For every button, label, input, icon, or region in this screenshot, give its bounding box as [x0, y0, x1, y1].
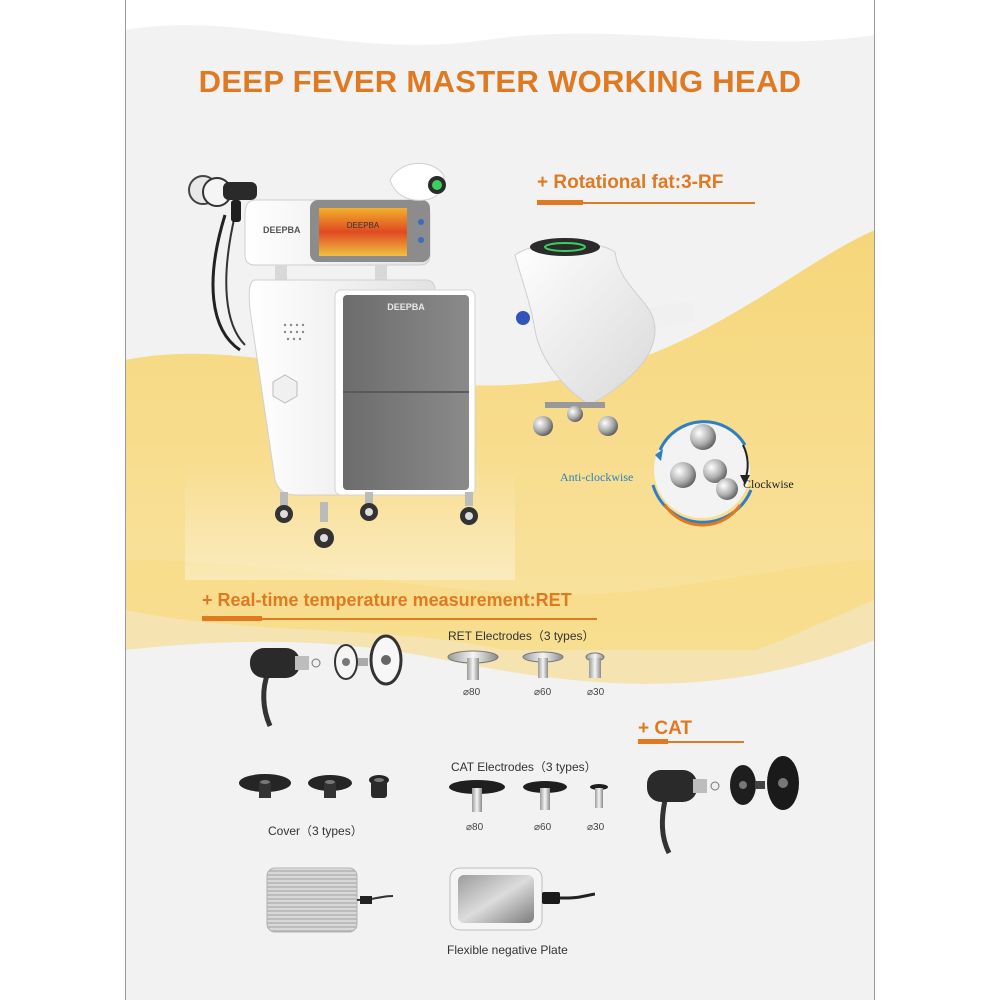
ret-handpiece — [250, 634, 403, 728]
negative-plates — [266, 867, 595, 933]
label-cover: Cover（3 types） — [268, 824, 363, 838]
cat-electrodes — [449, 780, 608, 812]
device-illustration: DEEPBA DEEPBA DEEPBA — [188, 162, 478, 548]
heading-ret: + Real-time temperature measurement:RET — [202, 590, 572, 610]
panel-brand: DEEPBA — [387, 302, 425, 312]
screen-brand: DEEPBA — [347, 221, 380, 230]
head-brand: DEEPBA — [263, 225, 301, 235]
label-negative-plate: Flexible negative Plate — [447, 943, 568, 957]
ret-electrodes — [447, 650, 605, 680]
heading-rotational: + Rotational fat:3-RF — [537, 172, 724, 193]
background-waves — [125, 0, 875, 1000]
cat-size-80: ⌀80 — [466, 822, 484, 833]
rf-handpiece-illustration — [514, 238, 695, 436]
heading-cat: + CAT — [638, 718, 693, 739]
cat-handpiece — [647, 756, 799, 855]
label-clockwise: Clockwise — [743, 477, 794, 491]
ret-size-60: ⌀60 — [534, 687, 552, 698]
device-screen — [319, 208, 407, 256]
label-ret-electrodes: RET Electrodes（3 types） — [448, 629, 595, 643]
page-title: DEEP FEVER MASTER WORKING HEAD — [198, 64, 802, 99]
speaker-grille — [283, 323, 305, 341]
cover-pieces — [239, 774, 389, 798]
cat-size-30: ⌀30 — [587, 822, 605, 833]
device-wheels — [275, 492, 478, 548]
heading-rotational-underline — [537, 200, 755, 205]
hex-badge — [272, 374, 298, 404]
ret-size-30: ⌀30 — [587, 687, 605, 698]
label-anti-clockwise: Anti-clockwise — [560, 470, 634, 484]
heading-cat-underline — [638, 739, 744, 744]
rotation-diagram — [651, 420, 753, 527]
ret-size-80: ⌀80 — [463, 687, 481, 698]
cat-size-60: ⌀60 — [534, 822, 552, 833]
label-cat-electrodes: CAT Electrodes（3 types） — [451, 760, 597, 774]
heading-ret-underline — [202, 616, 597, 621]
product-sheet: DEEP FEVER MASTER WORKING HEAD DEEPBA — [125, 0, 875, 1000]
side-handpiece — [223, 182, 257, 200]
handle-cable — [211, 214, 241, 352]
